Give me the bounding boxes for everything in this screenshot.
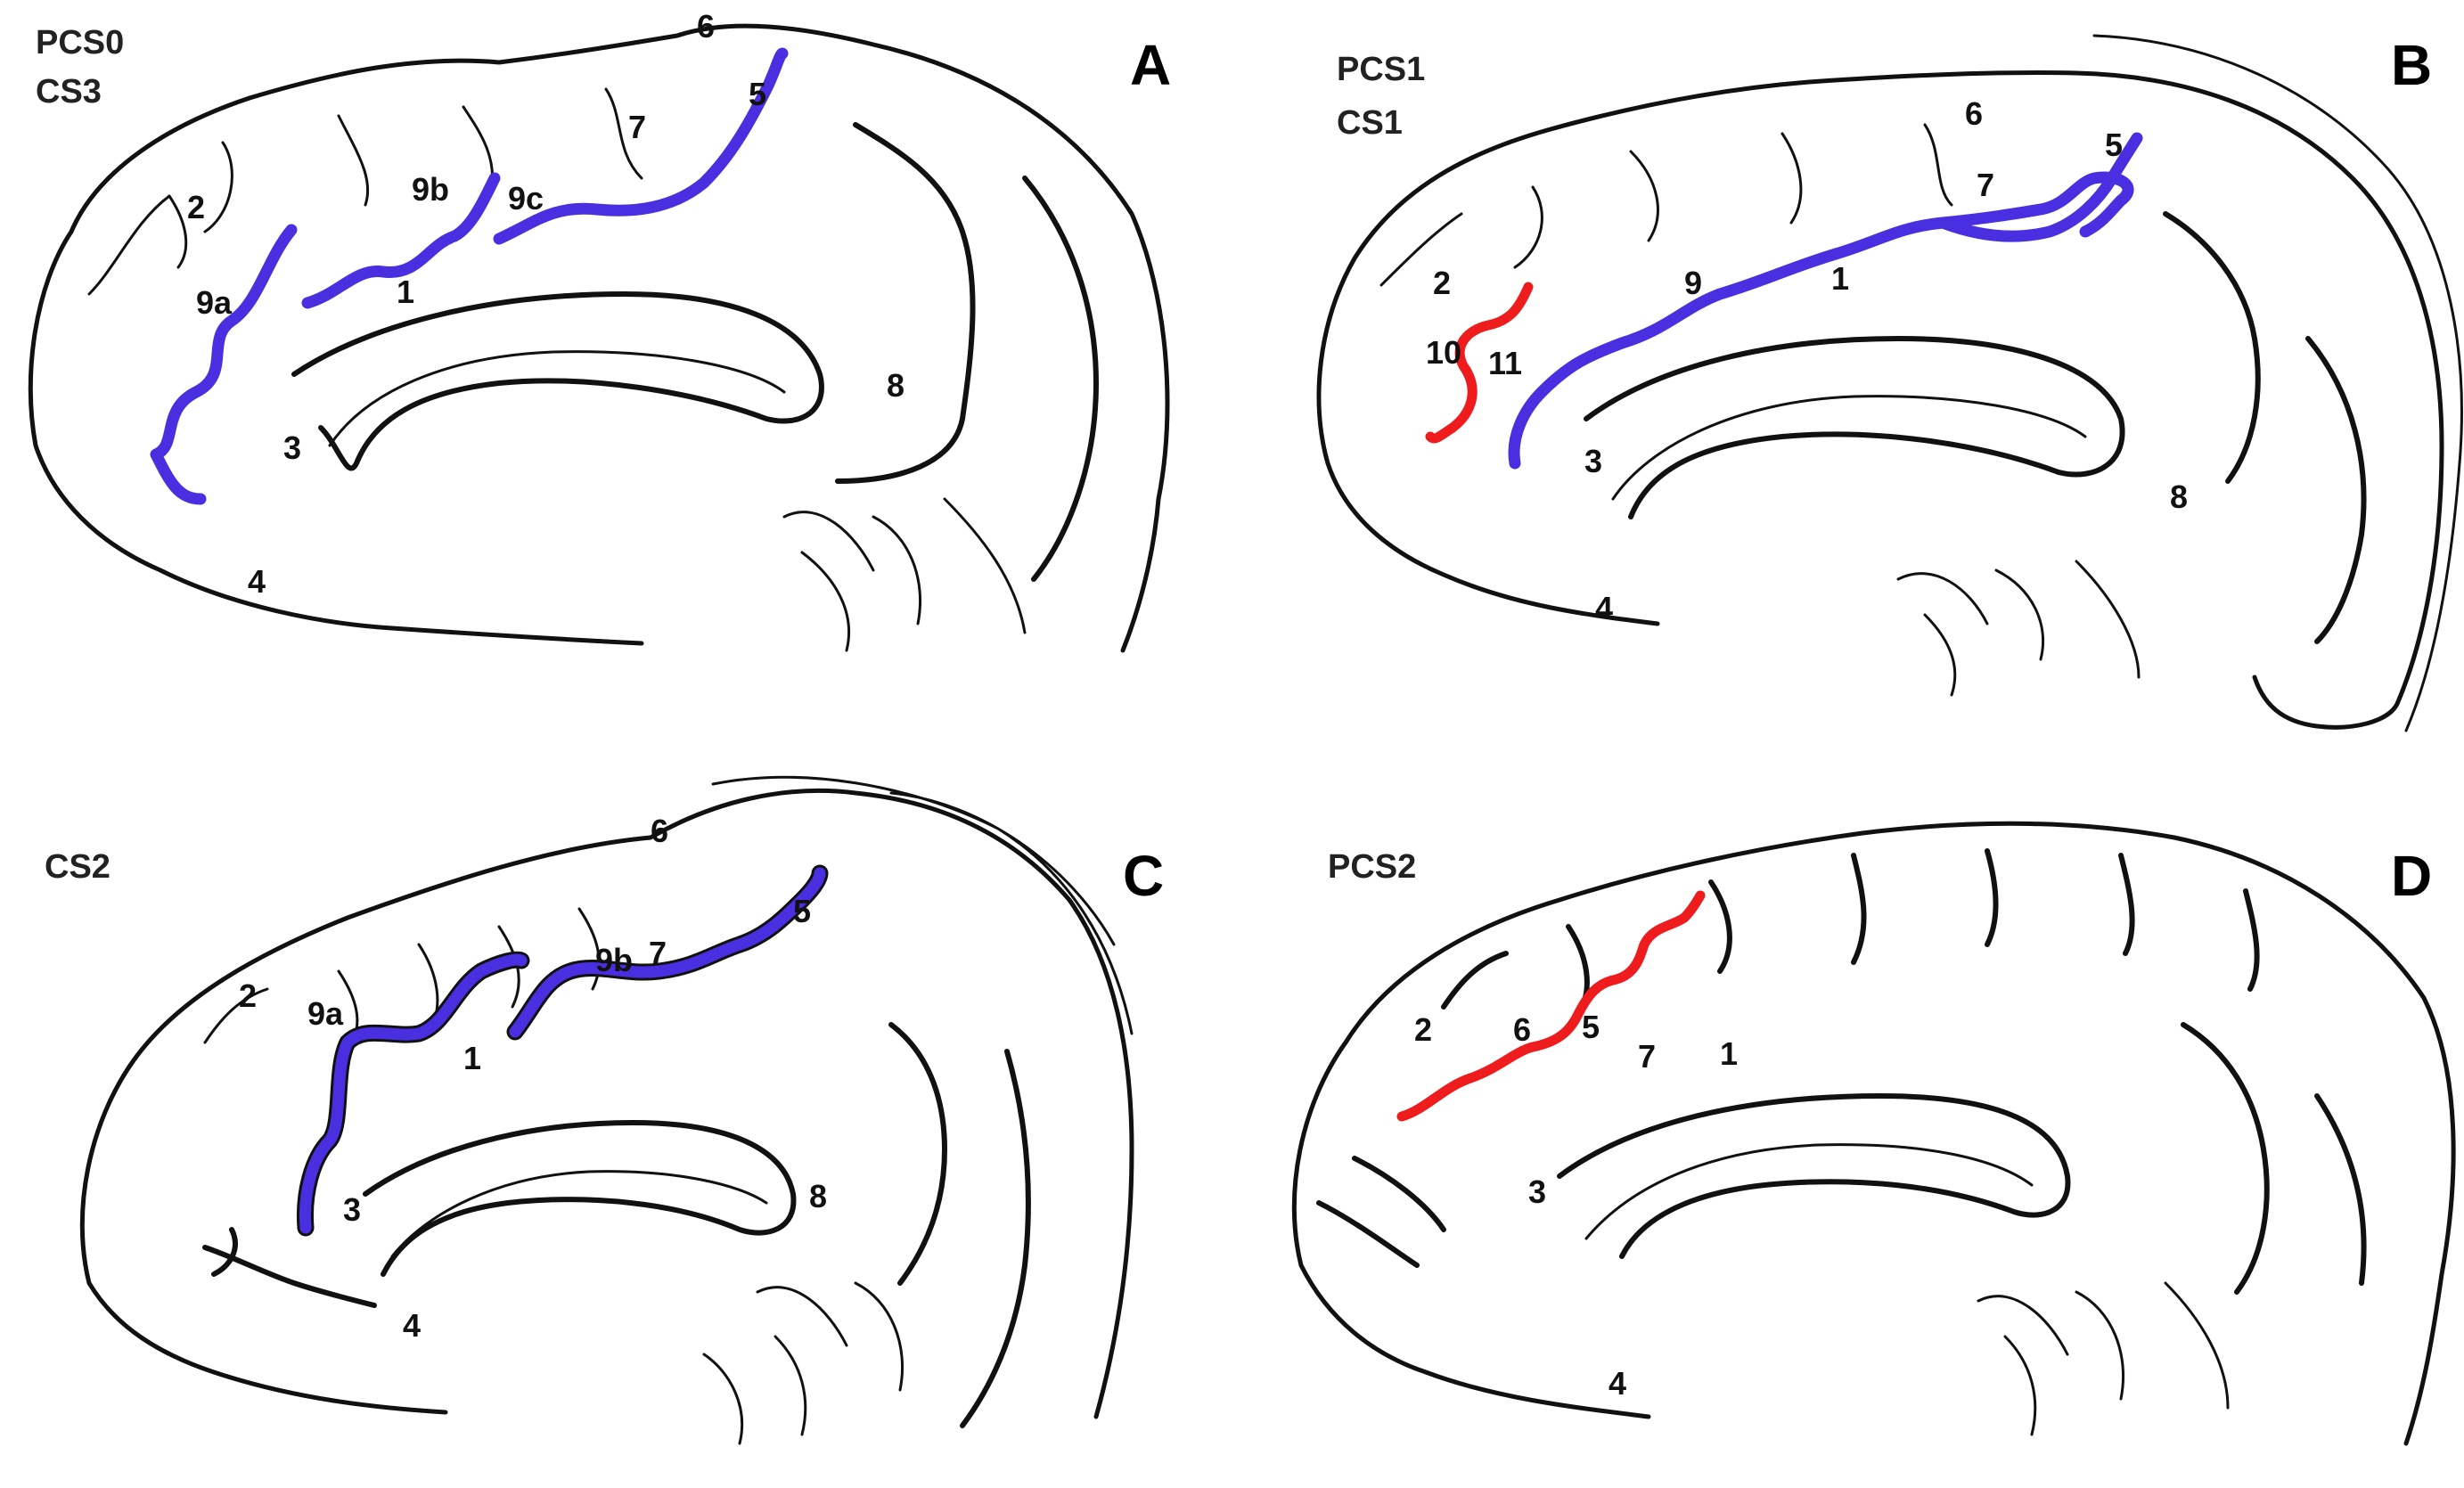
label-9a: 9a [307,995,344,1032]
corpus-callosum [291,291,824,471]
label-4: 4 [403,1307,421,1344]
corpus-callosum-inner [1584,1143,2034,1240]
label-1: 1 [1831,260,1849,297]
frontal-pole-fold [202,1227,377,1308]
label-1: 1 [397,274,414,310]
brain-outline [79,788,1134,1419]
panel-tag: PCS1 [1337,51,1425,88]
label-3: 3 [283,429,301,466]
label-2: 2 [239,977,257,1014]
panel-letter: A [1130,33,1171,97]
panel-d: PCS2 D 1 2 3 4 5 6 7 [1291,821,2456,1446]
label-2: 2 [1414,1011,1432,1048]
panel-letter: D [2391,844,2432,908]
panel-tag: CS3 [36,73,102,110]
gyrus-fold [203,907,601,1053]
label-1: 1 [463,1040,481,1076]
cerebellum-lines [782,497,1027,652]
corpus-callosum [1584,336,2125,519]
gyrus-fold [1441,848,2260,1018]
panel-letter: C [1123,844,1164,908]
label-6: 6 [1513,1011,1531,1048]
label-8: 8 [2170,478,2188,515]
label-9: 9 [1684,265,1702,301]
panel-tag: PCS0 [36,24,124,61]
corpus-callosum [1557,1093,2071,1259]
cerebellum-lines [1977,1281,2230,1436]
panel-b: PCS1 CS1 B 1 2 3 4 5 6 7 8 9 10 11 [1316,33,2463,732]
frontal-pole-fold [1316,1156,1446,1268]
label-7: 7 [649,935,667,971]
label-3: 3 [1528,1173,1546,1210]
gyrus-fold [87,87,643,296]
cerebellum-lines [702,1281,905,1445]
parieto-occipital-fold [835,122,1099,582]
corpus-callosum-inner [1611,395,2087,501]
brain-outline [1316,70,2444,730]
parieto-occipital-fold [2181,1022,2367,1295]
label-5: 5 [749,76,766,112]
label-4: 4 [1595,590,1613,626]
label-5: 5 [1582,1009,1600,1045]
label-7: 7 [1638,1038,1656,1075]
label-6: 6 [1965,95,1983,132]
label-9b: 9b [412,171,449,208]
sulcus-9-tail [1936,132,2143,242]
sulcus-9a [299,953,528,1234]
label-3: 3 [343,1191,361,1228]
label-2: 2 [1433,265,1451,301]
panel-letter: B [2391,33,2432,97]
sulcus-9 [1508,171,2134,470]
corpus-callosum-inner [328,350,786,447]
label-2: 2 [187,189,205,225]
label-3: 3 [1584,443,1602,479]
label-1: 1 [1720,1035,1738,1072]
corpus-callosum-inner [390,1170,768,1258]
label-10: 10 [1426,334,1461,371]
sulcus-9b [301,172,501,309]
label-7: 7 [1977,167,1994,203]
sulcus-9b [509,867,826,1038]
panel-a: PCS0 CS3 A 1 2 3 4 5 6 7 8 9a 9b 9c [28,8,1171,653]
label-11: 11 [1488,345,1522,381]
label-9c: 9c [508,180,544,217]
label-7: 7 [628,109,646,145]
brain-outline [1291,821,2456,1446]
gyrus-fold [1379,123,1953,287]
outer-membrane [2092,34,2463,732]
sulcus-10 [1425,282,1534,444]
sulcus-9c [493,47,789,245]
label-8: 8 [887,367,905,404]
label-4: 4 [1609,1365,1626,1402]
sulcus-9a [150,224,298,505]
panel-tag: PCS2 [1328,848,1416,886]
sulcus-9b-halo [506,864,829,1041]
corpus-callosum [363,1120,797,1277]
outer-membrane [711,775,1134,1035]
label-8: 8 [809,1178,827,1214]
cerebellum-lines [1896,560,2141,697]
label-6: 6 [651,813,668,849]
panel-tag: CS2 [45,848,111,886]
parieto-occipital-fold [2163,211,2367,644]
label-5: 5 [793,893,811,929]
label-4: 4 [248,563,266,600]
panel-tag: CS1 [1337,104,1403,142]
label-9a: 9a [196,284,233,321]
sulcus-pcs [1396,890,1706,1122]
label-5: 5 [2105,127,2123,163]
panel-c: CS2 C 1 2 3 4 5 6 7 8 9a 9b [45,775,1164,1445]
brain-outline [28,23,1170,653]
label-6: 6 [697,8,715,45]
parieto-occipital-fold [888,1022,1031,1428]
label-9b: 9b [595,942,633,978]
